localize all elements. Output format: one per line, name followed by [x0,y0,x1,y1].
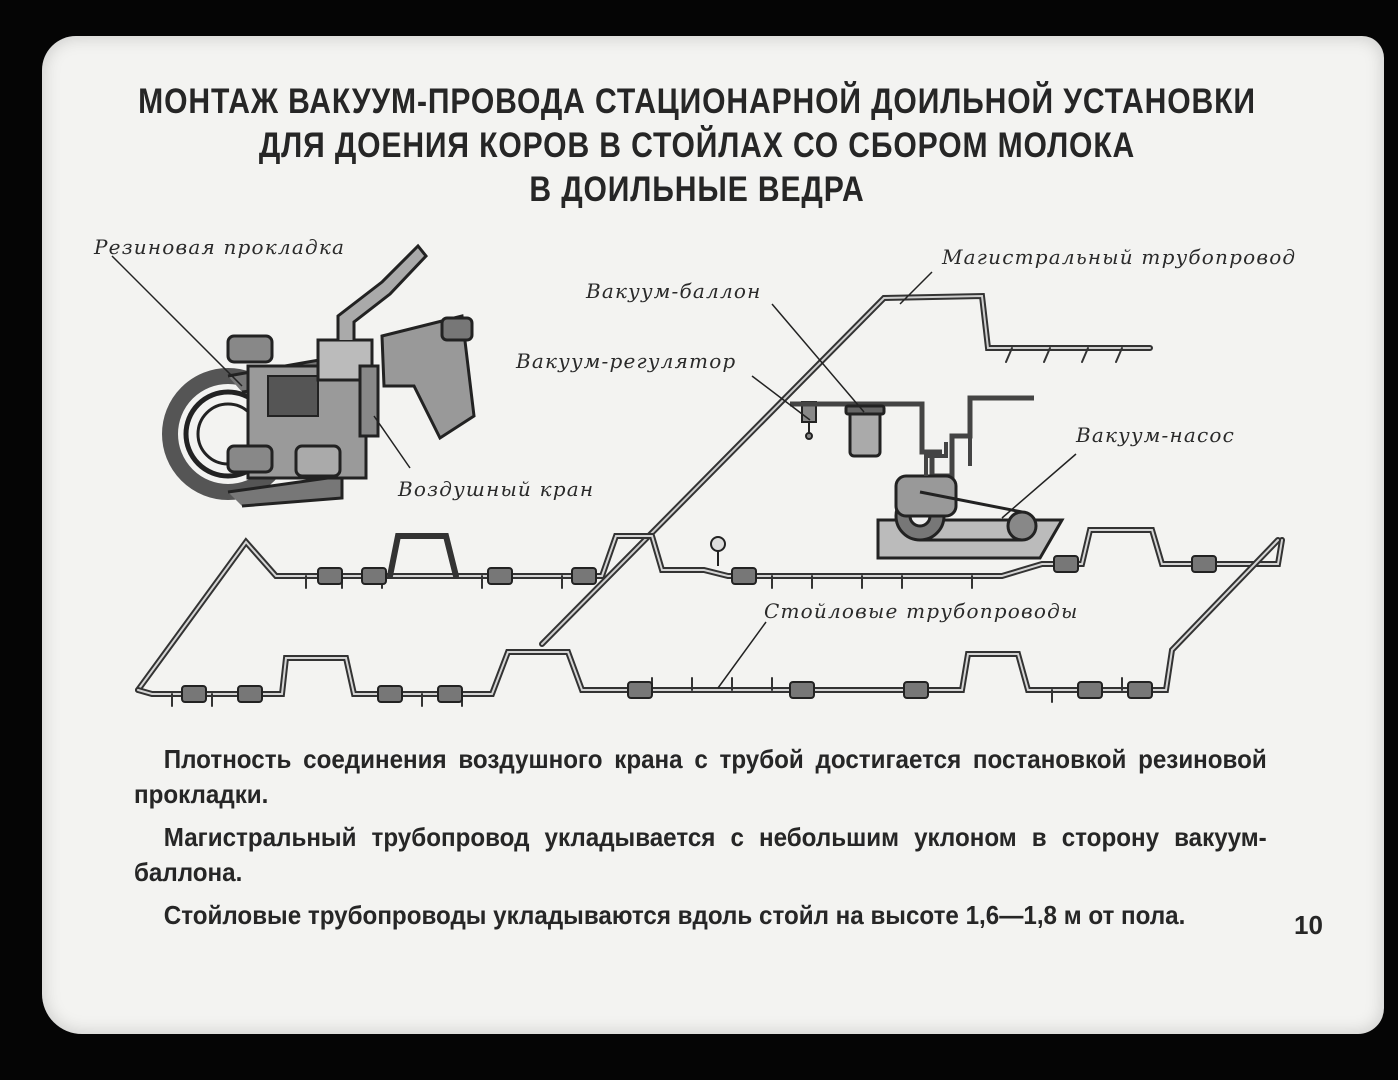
vacuum-balloon [790,395,1034,479]
label-stall-pipelines: Стойловые трубопроводы [764,599,1078,623]
title-line-3: В ДОИЛЬНЫЕ ВЕДРА [529,170,865,209]
label-leaders [717,271,1077,689]
label-main-pipeline: Магистральный трубопровод [941,245,1296,269]
pipeline-diagram: Резиновая прокладка Воздушный кран Вакуу… [93,235,1296,707]
label-rubber-gasket: Резиновая прокладка [93,235,345,259]
vacuum-gauge-icon [710,536,726,566]
slide-card: МОНТАЖ ВАКУУМ-ПРОВОДА СТАЦИОНАРНОЙ ДОИЛЬ… [42,36,1384,1034]
vacuum-regulator [801,401,817,440]
paragraph-1: Плотность соединения воздушного крана с … [134,744,1267,809]
title-line-2: ДЛЯ ДОЕНИЯ КОРОВ В СТОЙЛАХ СО СБОРОМ МОЛ… [258,126,1136,165]
label-vacuum-regulator: Вакуум-регулятор [515,349,736,373]
label-vacuum-balloon: Вакуум-баллон [585,279,762,303]
label-vacuum-pump: Вакуум-насос [1075,423,1235,447]
vacuum-pump [876,442,1065,560]
pipe-couplings [181,555,1217,703]
page-number: 10 [1294,910,1323,940]
air-valve-illustration [111,243,476,508]
paragraph-2: Магистральный трубопровод укладывается с… [134,822,1267,887]
title-line-1: МОНТАЖ ВАКУУМ-ПРОВОДА СТАЦИОНАРНОЙ ДОИЛЬ… [138,82,1256,121]
caption-text: Плотность соединения воздушного крана с … [134,742,1268,941]
label-air-valve: Воздушный кран [397,477,594,501]
slide-title: МОНТАЖ ВАКУУМ-ПРОВОДА СТАЦИОНАРНОЙ ДОИЛЬ… [134,80,1261,212]
main-pipeline [135,292,1285,707]
paragraph-3: Стойловые трубопроводы укладываются вдол… [163,900,1186,930]
